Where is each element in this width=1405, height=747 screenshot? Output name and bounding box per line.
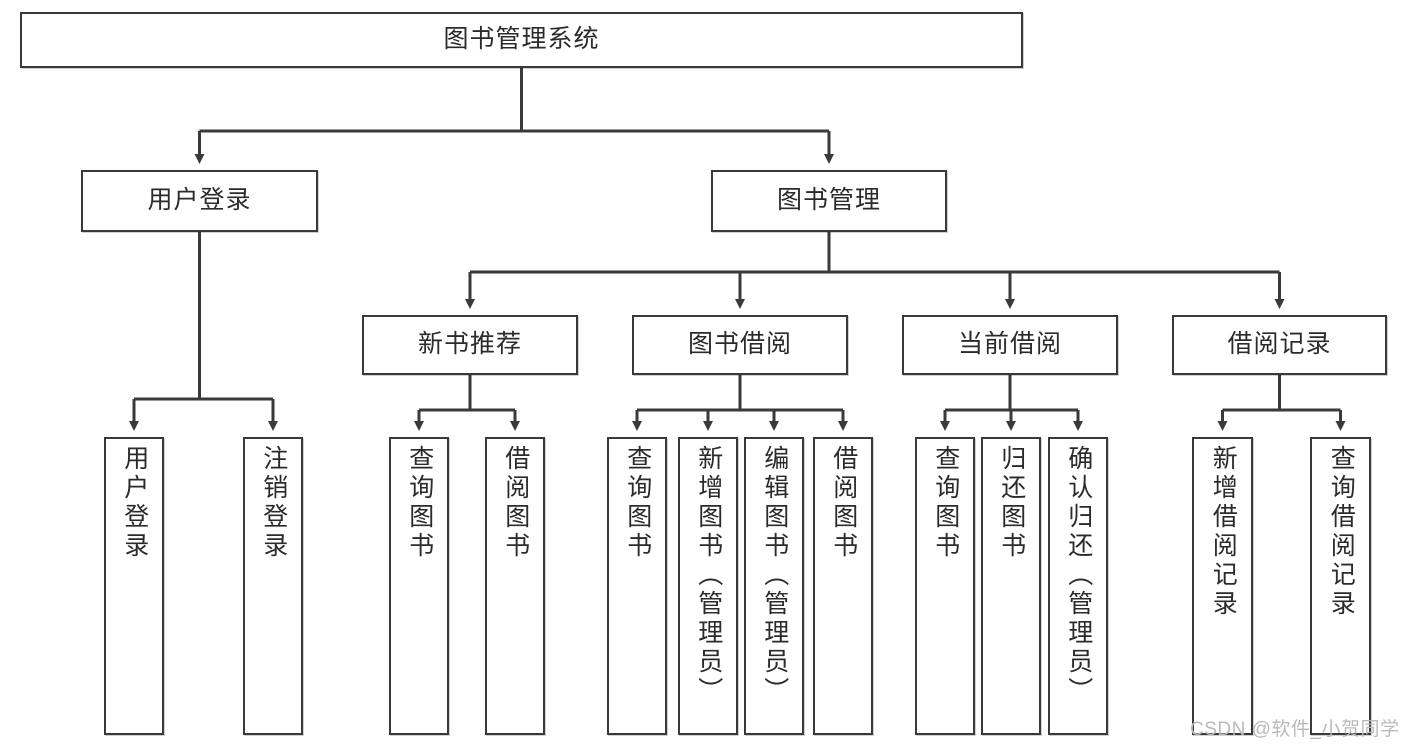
node-leaf-borrow-book[interactable]: 借阅图书: [813, 437, 873, 735]
node-label: 借阅图书: [829, 445, 858, 561]
node-label: 新增借阅记录: [1209, 445, 1238, 619]
node-label: 当前借阅: [957, 330, 1062, 359]
node-user-login[interactable]: 用户登录: [81, 170, 318, 232]
node-leaf-query-book-rec[interactable]: 查询图书: [389, 437, 449, 735]
node-current-borrow[interactable]: 当前借阅: [902, 315, 1118, 375]
node-label: 新增图书（管理员）: [694, 445, 723, 706]
node-label: 图书管理系统: [443, 25, 600, 54]
node-borrow-record[interactable]: 借阅记录: [1172, 315, 1387, 375]
node-label: 用户登录: [120, 445, 149, 561]
node-leaf-query-borrow-record[interactable]: 查询借阅记录: [1310, 437, 1371, 735]
node-label: 注销登录: [259, 445, 288, 561]
node-leaf-query-book-current[interactable]: 查询图书: [915, 437, 975, 735]
node-label: 借阅记录: [1227, 330, 1332, 359]
node-label: 归还图书: [997, 445, 1026, 561]
node-leaf-return-book[interactable]: 归还图书: [981, 437, 1041, 735]
node-label: 图书管理: [776, 186, 881, 215]
node-label: 用户登录: [147, 186, 252, 215]
node-leaf-add-book-admin[interactable]: 新增图书（管理员）: [678, 437, 738, 735]
node-leaf-borrow-book-rec[interactable]: 借阅图书: [485, 437, 545, 735]
node-book-borrow[interactable]: 图书借阅: [632, 315, 848, 375]
node-root[interactable]: 图书管理系统: [20, 12, 1023, 68]
node-label: 确认归还（管理员）: [1064, 445, 1093, 706]
node-label: 图书借阅: [687, 330, 792, 359]
node-label: 查询图书: [931, 445, 960, 561]
csdn-watermark: CSDN @软件_小贺同学: [1190, 719, 1400, 740]
node-label: 查询借阅记录: [1327, 445, 1356, 619]
node-leaf-add-borrow-record[interactable]: 新增借阅记录: [1192, 437, 1253, 735]
node-label: 借阅图书: [501, 445, 530, 561]
node-label: 查询图书: [405, 445, 434, 561]
node-label: 查询图书: [623, 445, 652, 561]
node-leaf-logout[interactable]: 注销登录: [243, 437, 303, 735]
node-label: 新书推荐: [417, 330, 522, 359]
node-leaf-user-login[interactable]: 用户登录: [104, 437, 164, 735]
node-new-book-recommend[interactable]: 新书推荐: [362, 315, 578, 375]
node-label: 编辑图书（管理员）: [760, 445, 789, 706]
node-leaf-query-book-borrow[interactable]: 查询图书: [607, 437, 667, 735]
node-leaf-edit-book-admin[interactable]: 编辑图书（管理员）: [744, 437, 804, 735]
node-book-management[interactable]: 图书管理: [711, 170, 947, 232]
node-leaf-confirm-return-admin[interactable]: 确认归还（管理员）: [1048, 437, 1108, 735]
